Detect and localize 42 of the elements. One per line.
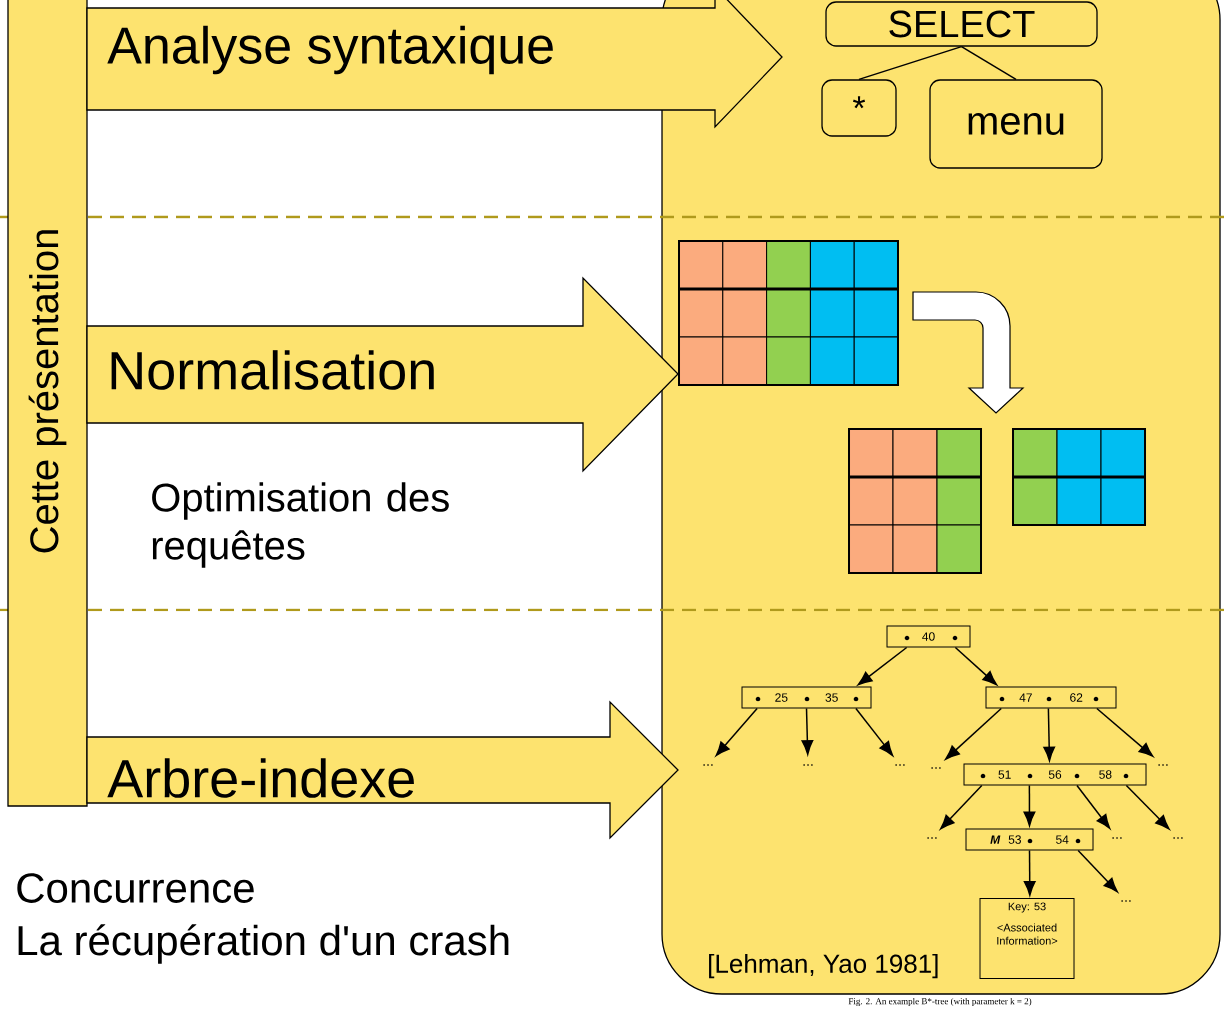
arrow (1023, 784, 1036, 827)
arrow (1125, 784, 1170, 830)
arrow (1023, 849, 1036, 896)
text-label: Concurrence (17, 873, 254, 903)
rounded-box: menu (929, 79, 1103, 169)
ellipsis: ... (1158, 764, 1168, 766)
tree-node-box: 25 35 (741, 686, 872, 709)
arrow (855, 707, 894, 757)
ellipsis: ... (803, 764, 813, 766)
rounded-box: * (821, 79, 897, 137)
ellipsis: ... (895, 764, 905, 766)
tree-node-box: 40 (886, 625, 971, 648)
pointer-banner: Analyse syntaxique (86, 0, 783, 129)
arrow (857, 646, 908, 686)
ellipsis: ... (927, 837, 937, 839)
arrow (940, 784, 983, 830)
arrow (1077, 849, 1118, 893)
arrow (1043, 707, 1056, 762)
arrow (1096, 707, 1154, 757)
figure-caption: Fig. 2. An example B*-tree (with parameter k = 2) (848, 997, 1032, 1007)
ellipsis: ... (1121, 900, 1131, 902)
pointer-banner: Normalisation (86, 276, 679, 473)
arrow (715, 707, 758, 757)
tree-line (858, 45, 963, 81)
tree-node-box: M 53 54 (965, 828, 1094, 851)
pointer-banner: Arbre-indexe (86, 700, 679, 840)
text-label: Optimisation des requêtes (152, 482, 449, 568)
text-label: La récupération d'un crash (18, 924, 509, 964)
record-box: Key: 53 <Associated Information> (979, 898, 1075, 979)
ellipsis: ... (703, 764, 713, 766)
ellipsis: ... (1173, 837, 1183, 839)
arrow (1076, 784, 1111, 829)
arrow (945, 707, 1002, 760)
rounded-box: SELECT (825, 1, 1098, 47)
vertical-band: Cette présentation (7, 0, 88, 807)
arrow (801, 707, 814, 755)
tree-node-box: 47 62 (985, 686, 1117, 709)
ellipsis: ... (1112, 837, 1122, 839)
ellipsis: ... (931, 767, 941, 769)
tree-node-box: 51 56 58 (963, 763, 1147, 786)
arrow (954, 646, 998, 686)
tree-line (960, 45, 1017, 81)
